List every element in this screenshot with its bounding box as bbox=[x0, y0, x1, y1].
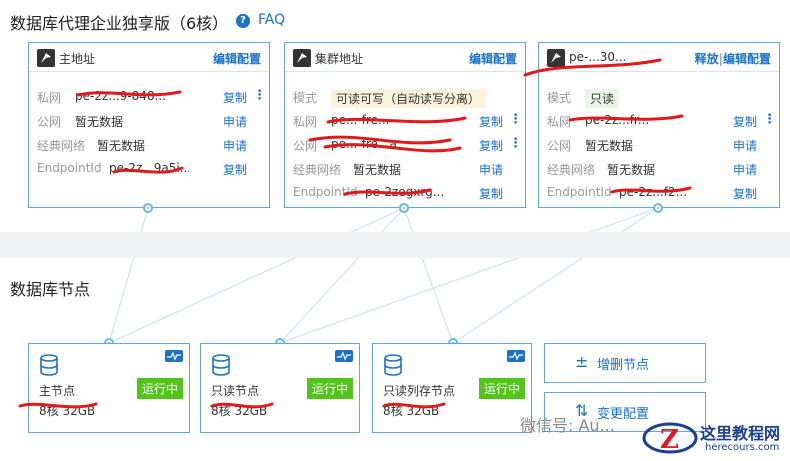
card-header: pe-...30... 释放|编辑配置 bbox=[539, 43, 779, 72]
row-endpoint-id: EndpointId pe-2zegxrg... 复制 bbox=[293, 185, 504, 201]
faq-link[interactable]: FAQ bbox=[258, 12, 286, 28]
mode-badge: 可读可写（自动读写分离） bbox=[331, 89, 486, 108]
row-mode: 模式 只读 bbox=[547, 87, 771, 108]
connector-dot bbox=[399, 203, 409, 213]
row-endpoint-id: EndpointId pe-2z...f2... 复制 bbox=[547, 185, 758, 201]
status-badge: 运行中 bbox=[136, 378, 183, 399]
database-icon bbox=[212, 354, 230, 376]
copy-link[interactable]: 复制 bbox=[479, 139, 504, 153]
row-endpoint-id: EndpointId pe-2z...9a5i... 复制 bbox=[37, 161, 248, 177]
row-mode: 模式 可读可写（自动读写分离） bbox=[293, 87, 517, 108]
row-classic: 经典网络 暂无数据 申请 bbox=[293, 163, 504, 177]
copy-link[interactable]: 复制 bbox=[223, 163, 248, 177]
apply-link[interactable]: 申请 bbox=[223, 139, 248, 153]
wechat-watermark: 微信号: Au... bbox=[520, 416, 615, 435]
plus-minus-icon: ± bbox=[575, 352, 589, 371]
row-private: 私网 pe-2z...fr... 复制 ⋮ bbox=[547, 112, 776, 129]
help-icon[interactable]: ? bbox=[236, 14, 250, 28]
copy-link[interactable]: 复制 bbox=[479, 187, 504, 201]
monitor-icon[interactable] bbox=[165, 350, 183, 362]
site-url: herecours.com bbox=[705, 442, 780, 453]
copy-link[interactable]: 复制 bbox=[733, 115, 758, 129]
row-public: 公网 暂无数据 申请 bbox=[37, 115, 248, 129]
status-badge: 运行中 bbox=[478, 378, 525, 399]
node-card-columnstore[interactable]: 只读列存节点 运行中 8核 32GB bbox=[372, 343, 532, 433]
endpoint-card-readonly: pe-...30... 释放|编辑配置 模式 只读 私网 pe-2z...fr.… bbox=[538, 42, 780, 208]
edit-config-button[interactable]: 编辑配置 bbox=[212, 52, 261, 66]
mode-badge: 只读 bbox=[585, 89, 620, 108]
node-spec: 8核 32GB bbox=[383, 404, 440, 418]
node-spec: 8核 32GB bbox=[39, 404, 96, 418]
edit-config-button[interactable]: 编辑配置 bbox=[468, 52, 517, 66]
endpoint-card-primary: 主地址 编辑配置 私网 pe-2z...9-848... 复制 ⋮ 公网 暂无数… bbox=[28, 42, 270, 208]
row-private: 私网 pe-2z...9-848... 复制 ⋮ bbox=[37, 88, 266, 105]
card-title: pe-...30... bbox=[569, 50, 627, 64]
apply-link[interactable]: 申请 bbox=[733, 139, 758, 153]
node-card-primary[interactable]: 主节点 运行中 8核 32GB bbox=[28, 343, 190, 433]
copy-link[interactable]: 复制 bbox=[733, 187, 758, 201]
page-title: 数据库代理企业独享版（6核） bbox=[10, 14, 229, 33]
swap-arrows-icon: ⇅ bbox=[575, 401, 589, 420]
status-badge: 运行中 bbox=[306, 378, 353, 399]
row-public: 公网 暂无数据 申请 bbox=[547, 139, 758, 153]
apply-link[interactable]: 申请 bbox=[223, 115, 248, 129]
card-header: 主地址 编辑配置 bbox=[29, 43, 269, 72]
svg-text:Z: Z bbox=[660, 425, 679, 455]
proxy-logo-icon bbox=[37, 49, 55, 67]
proxy-logo-icon bbox=[547, 49, 565, 67]
proxy-logo-icon bbox=[293, 49, 311, 67]
site-logo-icon: Z bbox=[642, 422, 698, 455]
release-button[interactable]: 释放 bbox=[694, 52, 719, 66]
connector-dot bbox=[653, 203, 663, 213]
more-icon[interactable]: ⋮ bbox=[509, 112, 522, 127]
card-title: 集群地址 bbox=[315, 52, 364, 66]
node-name: 主节点 bbox=[39, 384, 76, 398]
row-private: 私网 pe...-fre... 复制 ⋮ bbox=[293, 112, 522, 129]
site-name: 这里教程网 bbox=[700, 424, 781, 443]
card-title: 主地址 bbox=[59, 52, 96, 66]
copy-link[interactable]: 复制 bbox=[223, 91, 248, 105]
node-name: 只读列存节点 bbox=[383, 384, 456, 398]
divider-band bbox=[0, 232, 790, 258]
more-icon[interactable]: ⋮ bbox=[253, 88, 266, 103]
section-title-db-nodes: 数据库节点 bbox=[10, 280, 91, 299]
endpoint-card-cluster: 集群地址 编辑配置 模式 可读可写（自动读写分离） 私网 pe...-fre..… bbox=[284, 42, 526, 208]
more-icon[interactable]: ⋮ bbox=[763, 112, 776, 127]
copy-link[interactable]: 复制 bbox=[479, 115, 504, 129]
node-spec: 8核 32GB bbox=[211, 404, 268, 418]
connector-dot bbox=[143, 203, 153, 213]
more-icon[interactable]: ⋮ bbox=[509, 136, 522, 151]
card-actions: 释放|编辑配置 bbox=[694, 52, 771, 66]
database-icon bbox=[40, 354, 58, 376]
monitor-icon[interactable] bbox=[335, 350, 353, 362]
database-icon bbox=[384, 354, 402, 376]
node-card-readonly[interactable]: 只读节点 运行中 8核 32GB bbox=[200, 343, 360, 433]
row-classic: 经典网络 暂无数据 申请 bbox=[547, 163, 758, 177]
edit-config-button[interactable]: 编辑配置 bbox=[722, 52, 771, 66]
apply-link[interactable]: 申请 bbox=[479, 163, 504, 177]
row-public: 公网 pe...-fre...a 复制 ⋮ bbox=[293, 136, 522, 153]
add-remove-node-button[interactable]: ± 增删节点 bbox=[544, 343, 706, 383]
apply-link[interactable]: 申请 bbox=[733, 163, 758, 177]
node-name: 只读节点 bbox=[211, 384, 260, 398]
monitor-icon[interactable] bbox=[507, 350, 525, 362]
card-header: 集群地址 编辑配置 bbox=[285, 43, 525, 72]
row-classic: 经典网络 暂无数据 申请 bbox=[37, 139, 248, 153]
